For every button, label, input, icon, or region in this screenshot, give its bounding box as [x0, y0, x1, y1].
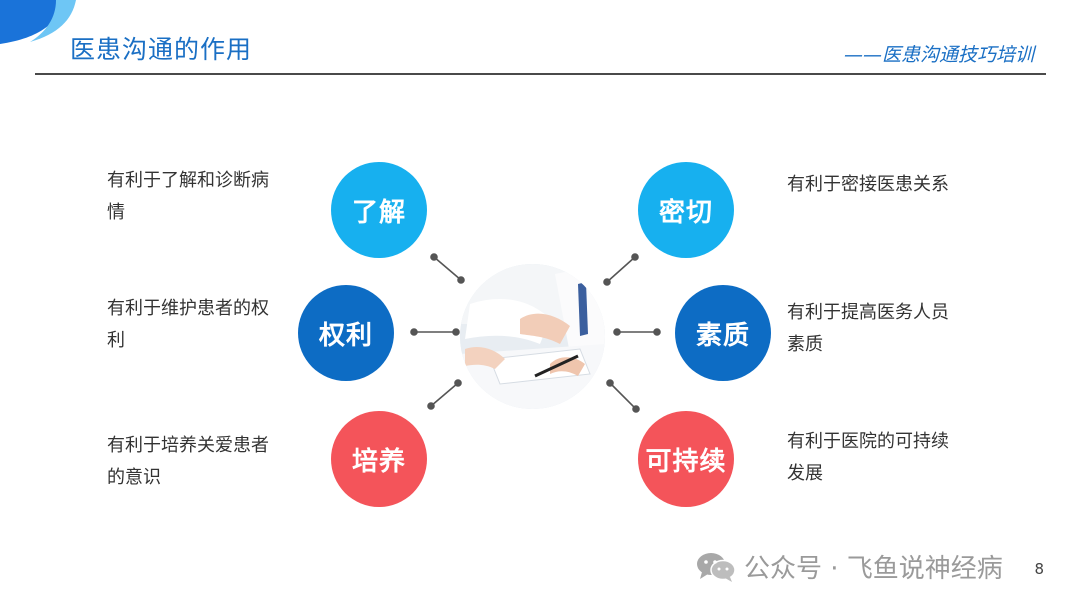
- watermark: 公众号 · 飞鱼说神经病: [696, 548, 1003, 585]
- desc-rights: 有利于维护患者的权利: [107, 298, 269, 351]
- circle-quality-label: 素质: [695, 320, 750, 351]
- title-divider: [35, 73, 1046, 75]
- circle-understand-label: 了解: [351, 197, 406, 228]
- desc-close: 有利于密接医患关系: [787, 174, 949, 195]
- page-subtitle: ——医患沟通技巧培训: [843, 44, 1034, 66]
- center-photo: [460, 264, 605, 409]
- page-number: 8: [1034, 560, 1044, 578]
- circle-close: 密切: [638, 162, 734, 258]
- desc-sustainable: 有利于医院的可持续发展: [787, 431, 949, 484]
- watermark-text: 公众号 · 飞鱼说神经病: [744, 554, 1003, 584]
- circle-rights-label: 权利: [318, 320, 373, 351]
- page-title: 医患沟通的作用: [70, 35, 253, 64]
- desc-quality: 有利于提高医务人员素质: [787, 302, 949, 355]
- desc-understand: 有利于了解和诊断病情: [107, 170, 269, 223]
- circle-cultivate: 培养: [331, 411, 427, 507]
- wechat-icon: [697, 552, 736, 582]
- corner-decoration: [0, 0, 76, 44]
- circle-sustainable: 可持续: [638, 411, 734, 507]
- desc-cultivate: 有利于培养关爱患者的意识: [107, 435, 269, 488]
- circle-quality: 素质: [675, 285, 771, 381]
- circle-cultivate-label: 培养: [351, 446, 406, 477]
- circle-sustainable-label: 可持续: [645, 446, 727, 477]
- circle-close-label: 密切: [658, 197, 713, 228]
- circle-rights: 权利: [298, 285, 394, 381]
- circle-understand: 了解: [331, 162, 427, 258]
